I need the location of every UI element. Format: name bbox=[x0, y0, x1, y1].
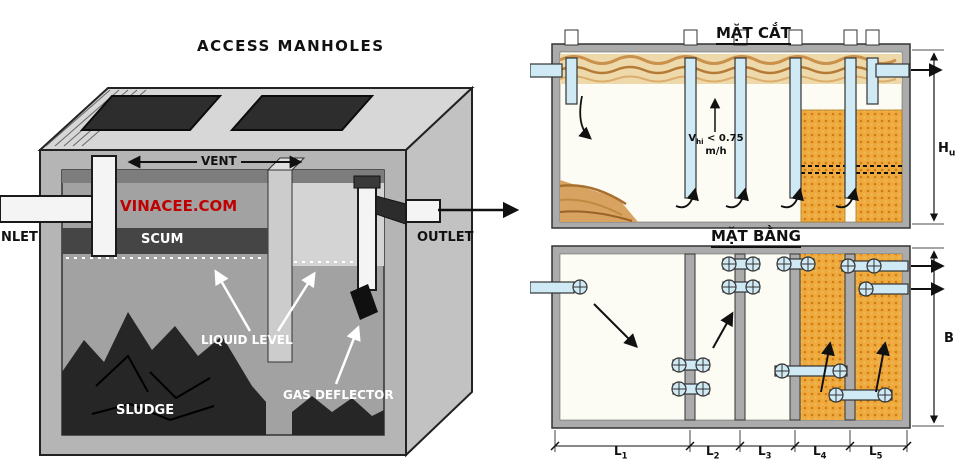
manhole-cover-left bbox=[79, 95, 223, 131]
plan-view bbox=[530, 245, 945, 452]
section-title: MẶT CẮT bbox=[716, 24, 791, 46]
height-label: Hu bbox=[938, 141, 956, 159]
sludge-mound-right bbox=[292, 396, 384, 435]
width-label: B bbox=[944, 331, 954, 346]
gas-deflector-plate bbox=[350, 284, 378, 320]
sludge-cracks bbox=[91, 354, 215, 422]
height-dimension bbox=[912, 49, 944, 225]
inlet-pipe bbox=[0, 155, 117, 257]
gas-deflector-label: GAS DEFLECTOR bbox=[283, 388, 394, 402]
perforated-lines bbox=[801, 165, 902, 174]
plan-walls bbox=[684, 253, 856, 421]
scum-label: SCUM bbox=[141, 232, 184, 247]
length-label-l3: L3 bbox=[758, 444, 772, 461]
section-view bbox=[530, 29, 944, 229]
length-label-l5: L5 bbox=[869, 444, 883, 461]
inlet-label: NLET bbox=[1, 230, 38, 245]
length-label-l4: L4 bbox=[813, 444, 827, 461]
length-label-l2: L2 bbox=[706, 444, 720, 461]
septic-tank-diagram bbox=[0, 85, 520, 458]
baffled-reactor-diagram bbox=[530, 29, 945, 452]
section-sediment bbox=[559, 180, 638, 222]
manhole-cover-right bbox=[229, 95, 375, 131]
section-flow-arrows bbox=[578, 95, 859, 209]
liquid-level-label: LIQUID LEVEL bbox=[201, 333, 293, 347]
width-dimension bbox=[912, 247, 944, 427]
length-label-l1: L1 bbox=[614, 444, 628, 461]
length-dimensions bbox=[550, 430, 912, 452]
watermark: VINACEE.COM bbox=[120, 197, 238, 215]
section-outlet bbox=[866, 57, 943, 105]
sludge-label: SLUDGE bbox=[116, 403, 175, 418]
section-inlet bbox=[530, 57, 578, 105]
vent-label: VENT bbox=[197, 154, 241, 169]
pipe-fittings bbox=[572, 256, 893, 403]
plan-title: MẶT BẰNG bbox=[711, 227, 801, 249]
outlet-label: OUTLET bbox=[417, 230, 474, 245]
pointer-arrows bbox=[214, 269, 361, 385]
outlet-pipe bbox=[353, 175, 441, 291]
sludge-mound-left bbox=[62, 312, 266, 435]
velocity-annotation: Vhi < 0.75 m/h bbox=[688, 133, 744, 158]
access-manholes-label: ACCESS MANHOLES bbox=[197, 37, 385, 55]
